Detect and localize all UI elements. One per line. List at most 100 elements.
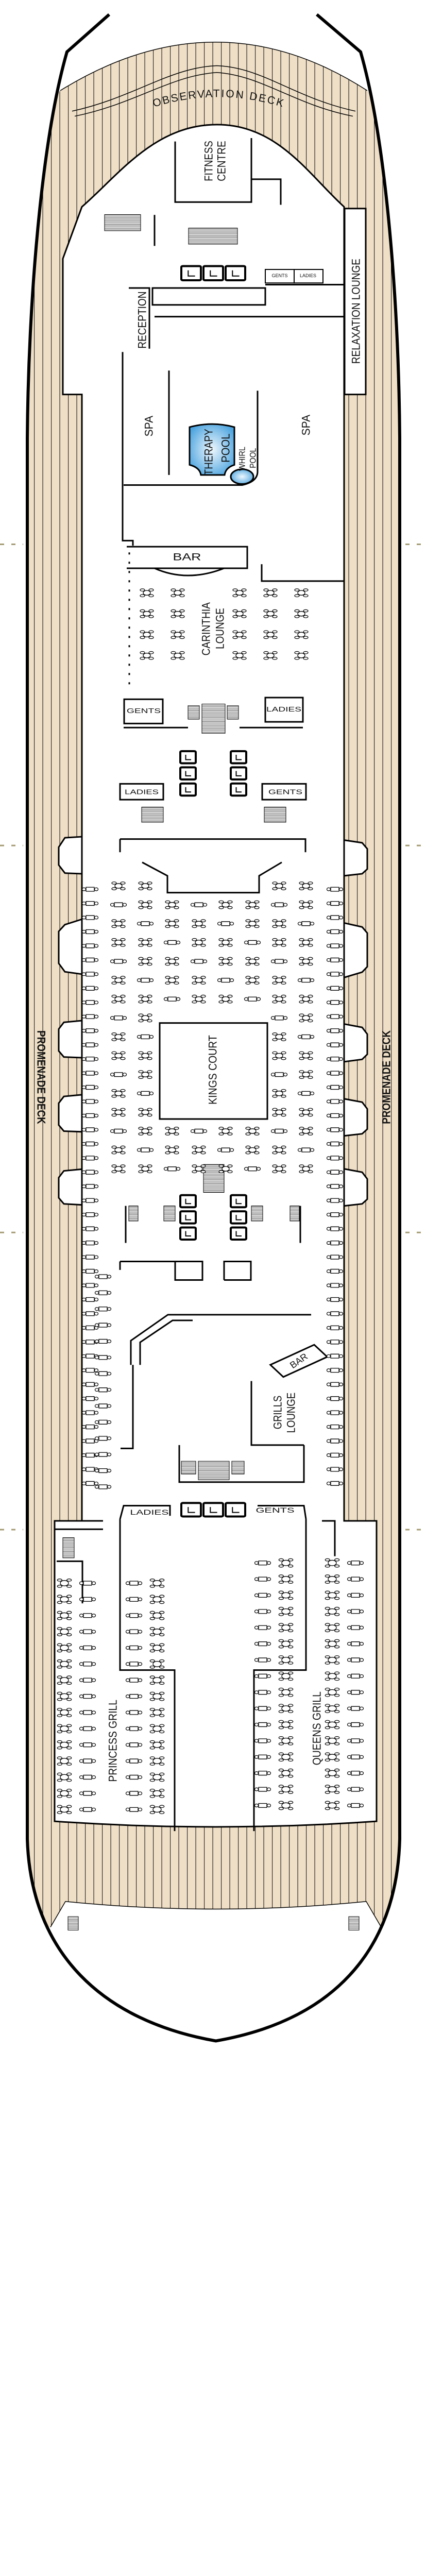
table-icon <box>126 1646 142 1650</box>
table-icon <box>112 976 125 985</box>
table-icon <box>219 957 232 965</box>
table-icon <box>57 1789 71 1798</box>
table-icon <box>150 1595 164 1604</box>
table-icon <box>218 922 234 926</box>
table-icon <box>327 1255 343 1259</box>
table-icon <box>82 1481 98 1485</box>
table-icon <box>82 1170 98 1174</box>
table-icon <box>82 1368 98 1372</box>
table-icon <box>325 1672 339 1681</box>
table-icon <box>111 1016 127 1020</box>
table-icon <box>171 589 184 597</box>
table-icon <box>255 1803 271 1807</box>
table-icon <box>80 1726 96 1731</box>
table-icon <box>171 631 184 639</box>
table-icon <box>82 1326 98 1330</box>
table-icon <box>255 1771 271 1775</box>
table-icon <box>126 1678 142 1682</box>
table-icon <box>325 1720 339 1729</box>
table-icon <box>279 1737 293 1745</box>
table-icon <box>82 944 98 948</box>
table-icon <box>255 1609 271 1614</box>
table-icon <box>171 651 184 659</box>
table-icon <box>348 1594 364 1598</box>
relaxation-lounge-room <box>345 209 366 395</box>
table-icon <box>82 1382 98 1386</box>
table-icon <box>348 1609 364 1614</box>
table-icon <box>279 1720 293 1729</box>
table-icon <box>82 1213 98 1217</box>
table-icon <box>348 1755 364 1759</box>
table-icon <box>327 1113 343 1117</box>
lift-icon <box>180 1195 196 1208</box>
table-icon <box>95 1436 111 1440</box>
table-icon <box>264 609 277 618</box>
table-icon <box>255 1755 271 1759</box>
table-icon <box>82 902 98 906</box>
table-icon <box>95 1371 111 1376</box>
table-icon <box>255 1706 271 1710</box>
table-icon <box>112 995 125 1003</box>
table-icon <box>325 1688 339 1697</box>
table-icon <box>298 978 314 982</box>
table-icon <box>295 609 308 618</box>
grills-bar-counter <box>270 1345 327 1377</box>
table-icon <box>150 1611 164 1620</box>
table-icon <box>299 901 313 909</box>
carinthia-lounge-label-2: LOUNGE <box>214 608 227 649</box>
table-icon <box>138 922 154 926</box>
table-icon <box>138 1148 154 1152</box>
lift-icon <box>181 266 201 280</box>
table-icon <box>255 1561 271 1565</box>
table-icon <box>348 1690 364 1694</box>
table-icon <box>327 1312 343 1316</box>
grills-lounge-label-2: LOUNGE <box>285 1393 298 1433</box>
table-icon <box>126 1614 142 1618</box>
table-icon <box>348 1771 364 1775</box>
table-icon <box>57 1611 71 1620</box>
table-icon <box>272 1165 286 1173</box>
table-icon <box>150 1579 164 1588</box>
table-icon <box>95 1404 111 1408</box>
table-icon <box>271 1016 287 1020</box>
promenade-deck-left-label: PROMENADE DECK <box>35 1030 48 1124</box>
table-icon <box>348 1577 364 1581</box>
table-icon <box>348 1803 364 1807</box>
table-icon <box>272 995 286 1003</box>
table-icon <box>165 1146 179 1154</box>
table-icon <box>95 1340 111 1344</box>
table-icon <box>164 940 180 944</box>
table-icon <box>111 1073 127 1077</box>
table-icon <box>279 1623 293 1632</box>
table-icon <box>348 1739 364 1743</box>
table-icon <box>139 1165 152 1173</box>
table-icon <box>126 1662 142 1666</box>
table-icon <box>82 1269 98 1274</box>
table-icon <box>327 1453 343 1458</box>
table-icon <box>138 978 154 982</box>
table-icon <box>246 1127 259 1136</box>
table-icon <box>82 958 98 962</box>
table-icon <box>57 1805 71 1814</box>
table-icon <box>164 997 180 1001</box>
table-icon <box>279 1607 293 1616</box>
table-icon <box>57 1757 71 1766</box>
table-icon <box>150 1724 164 1733</box>
kings-court-label: KINGS COURT <box>207 1035 219 1105</box>
table-icon <box>272 1089 286 1097</box>
stairs <box>63 214 359 1930</box>
lift-icon <box>203 1503 223 1516</box>
table-icon <box>327 1184 343 1189</box>
lift-icon <box>231 1195 246 1208</box>
table-icon <box>57 1773 71 1782</box>
table-icon <box>82 1001 98 1005</box>
table-icon <box>279 1558 293 1567</box>
table-icon <box>272 939 286 947</box>
table-icon <box>325 1785 339 1794</box>
table-icon <box>82 1184 98 1189</box>
lift-icon <box>181 1503 201 1516</box>
table-icon <box>327 1170 343 1174</box>
table-icon <box>327 1029 343 1033</box>
table-icon <box>327 1142 343 1146</box>
table-icon <box>57 1708 71 1717</box>
